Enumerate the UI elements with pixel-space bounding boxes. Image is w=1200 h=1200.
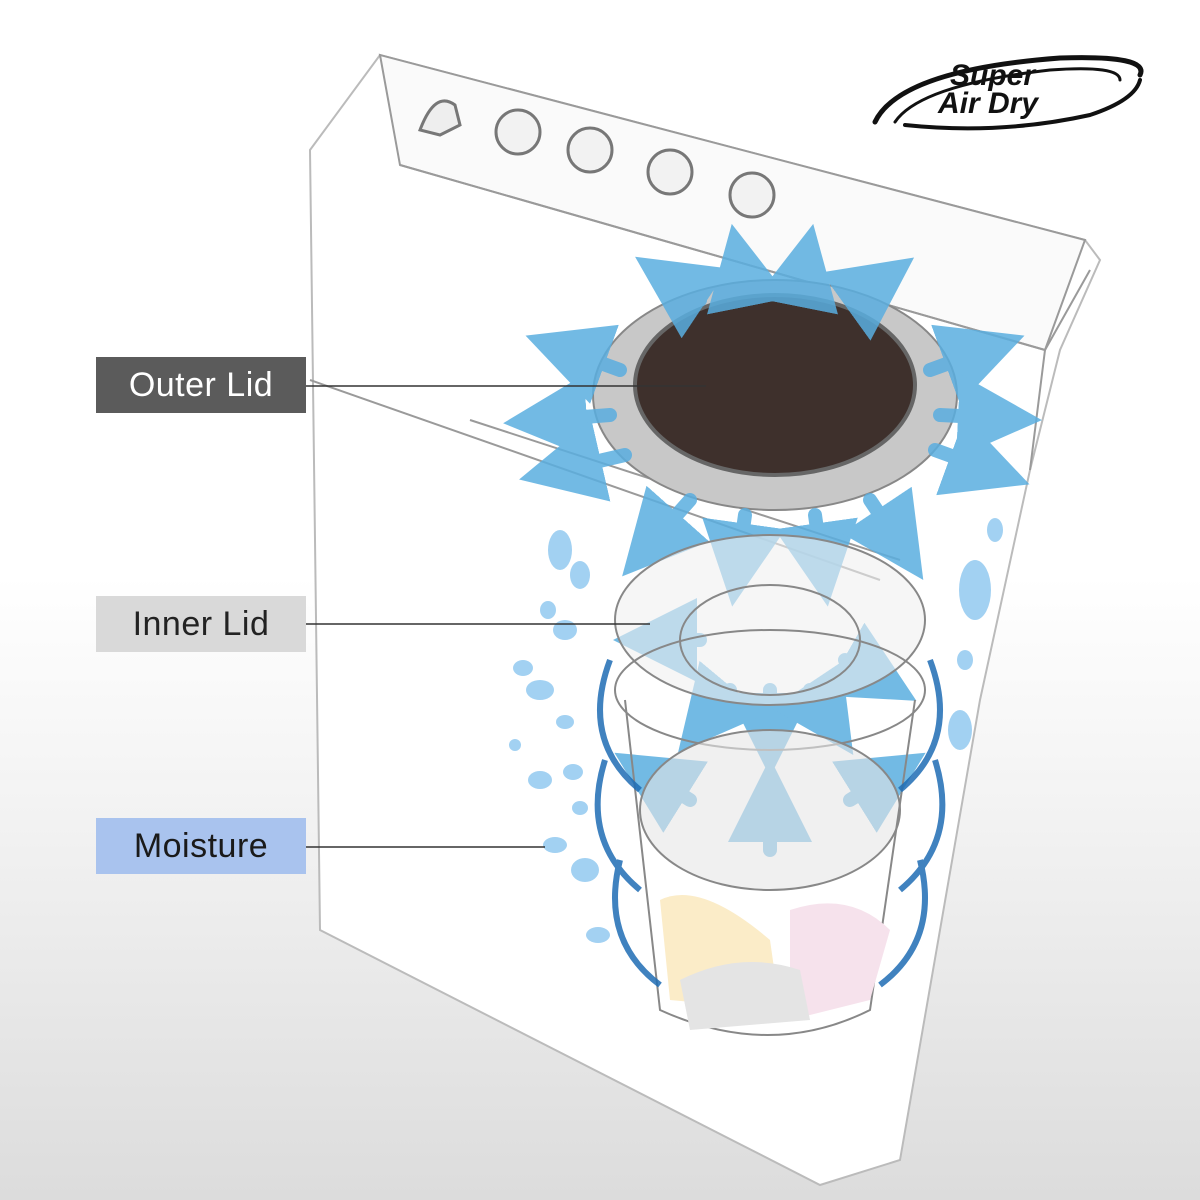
control-knobs	[418, 99, 776, 219]
logo-line-1: Super	[950, 59, 1036, 92]
outer-lid	[592, 279, 958, 511]
logo-line-2: Air Dry	[938, 87, 1039, 120]
logo-swoosh-icon	[872, 55, 1144, 131]
leader-lines	[306, 385, 706, 848]
super-air-dry-logo: Super Air Dry	[868, 50, 1148, 135]
moisture-label: Moisture	[96, 818, 306, 874]
airflow-swirls	[594, 658, 946, 988]
inner-tub	[614, 534, 926, 1036]
outer-lid-label: Outer Lid	[96, 357, 306, 413]
moisture-droplets	[509, 518, 1003, 943]
inner-lid-label: Inner Lid	[96, 596, 306, 652]
